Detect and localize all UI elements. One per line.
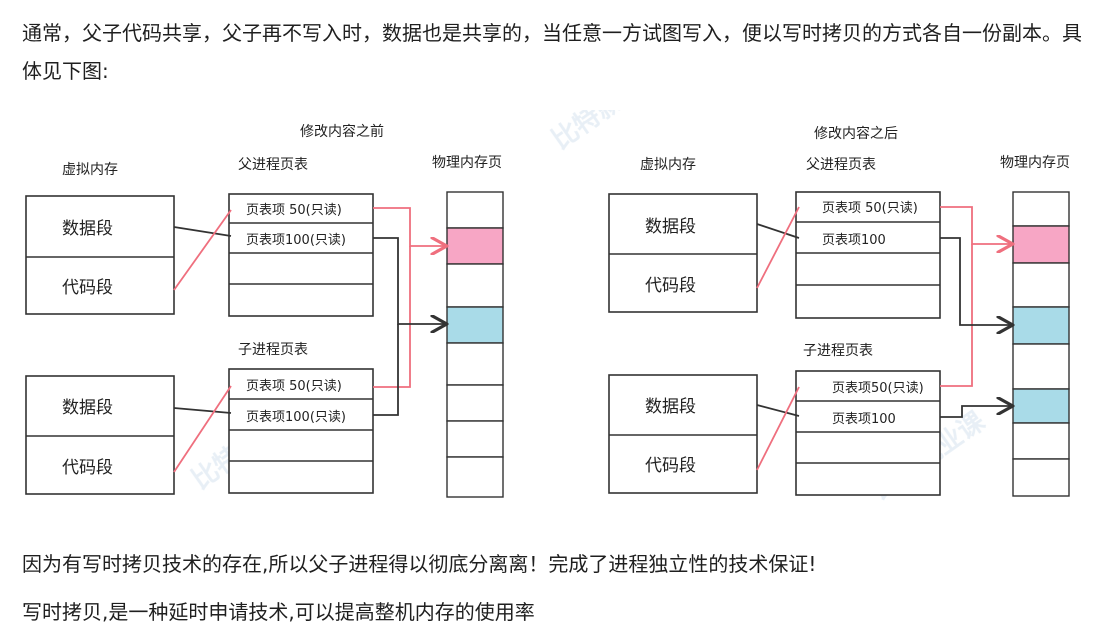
before-child-entry-100: 页表项100(只读) (246, 410, 346, 425)
after-parent-entry-50: 页表项 50(只读) (822, 201, 918, 216)
conclusion-paragraph-1: 因为有写时拷贝技术的存在,所以父子进程得以彻底分离离！完成了进程独立性的技术保证… (22, 552, 817, 576)
panel-before: 修改内容之前 虚拟内存 父进程页表 物理内存页 子进程页表 数据段 代码段 数据… (25, 123, 504, 498)
after-child-entry-50: 页表项50(只读) (832, 381, 924, 396)
before-physical-memory (446, 191, 504, 498)
after-physical-label: 物理内存页 (1000, 155, 1070, 171)
before-physical-page-data (446, 227, 504, 265)
after-physical-page-code (1012, 306, 1070, 345)
after-physical-memory (1012, 191, 1070, 497)
after-parent-code-seg: 代码段 (645, 276, 696, 296)
before-child-page-table: 页表项 50(只读) 页表项100(只读) (228, 368, 374, 494)
after-parent-table-label: 父进程页表 (806, 157, 876, 173)
after-title: 修改内容之后 (814, 125, 898, 142)
before-child-code-seg: 代码段 (62, 458, 113, 478)
before-child-entry-50: 页表项 50(只读) (246, 379, 342, 394)
panel-after: 修改内容之后 虚拟内存 父进程页表 物理内存页 子进程页表 数据段 代码段 数据… (608, 125, 1070, 497)
before-parent-code-seg: 代码段 (62, 278, 113, 298)
before-parent-data-seg: 数据段 (62, 219, 113, 239)
after-child-code-seg: 代码段 (645, 456, 696, 476)
after-parent-page-table: 页表项 50(只读) 页表项100 (795, 191, 941, 319)
after-parent-virtual-memory (608, 193, 758, 313)
after-parent-entry-100: 页表项100 (822, 233, 886, 248)
intro-paragraph: 通常，父子代码共享，父子再不写入时，数据也是共享的，当任意一方试图写入，便以写时… (22, 21, 1082, 83)
svg-text:比特就业课: 比特就业课 (546, 110, 671, 156)
before-physical-page-code (446, 306, 504, 344)
before-physical-label: 物理内存页 (432, 155, 502, 171)
after-child-table-label: 子进程页表 (803, 343, 873, 359)
before-parent-entry-50: 页表项 50(只读) (246, 203, 342, 218)
after-child-virtual-memory (608, 374, 758, 494)
copy-on-write-diagram: 比特就业课 比特就业课 比特就业课 修改内容之前 虚拟内存 父进程页表 物理内存… (25, 110, 1070, 506)
after-child-data-seg: 数据段 (645, 397, 696, 417)
before-virtual-label: 虚拟内存 (62, 162, 118, 178)
before-parent-virtual-memory (25, 195, 175, 315)
after-child-entry-100: 页表项100 (832, 412, 896, 427)
before-title: 修改内容之前 (300, 123, 384, 140)
after-physical-page-code-copy (1012, 388, 1070, 424)
before-parent-table-label: 父进程页表 (238, 157, 308, 173)
conclusion-paragraph-2: 写时拷贝,是一种延时申请技术,可以提高整机内存的使用率 (22, 600, 535, 624)
before-parent-page-table: 页表项 50(只读) 页表项100(只读) (228, 193, 374, 317)
after-parent-data-seg: 数据段 (645, 217, 696, 237)
before-child-virtual-memory (25, 375, 175, 495)
before-child-table-label: 子进程页表 (238, 342, 308, 358)
before-parent-entry-100: 页表项100(只读) (246, 233, 346, 248)
after-child-page-table: 页表项50(只读) 页表项100 (795, 370, 941, 496)
after-virtual-label: 虚拟内存 (640, 157, 696, 173)
before-child-data-seg: 数据段 (62, 398, 113, 418)
after-physical-page-data (1012, 225, 1070, 264)
